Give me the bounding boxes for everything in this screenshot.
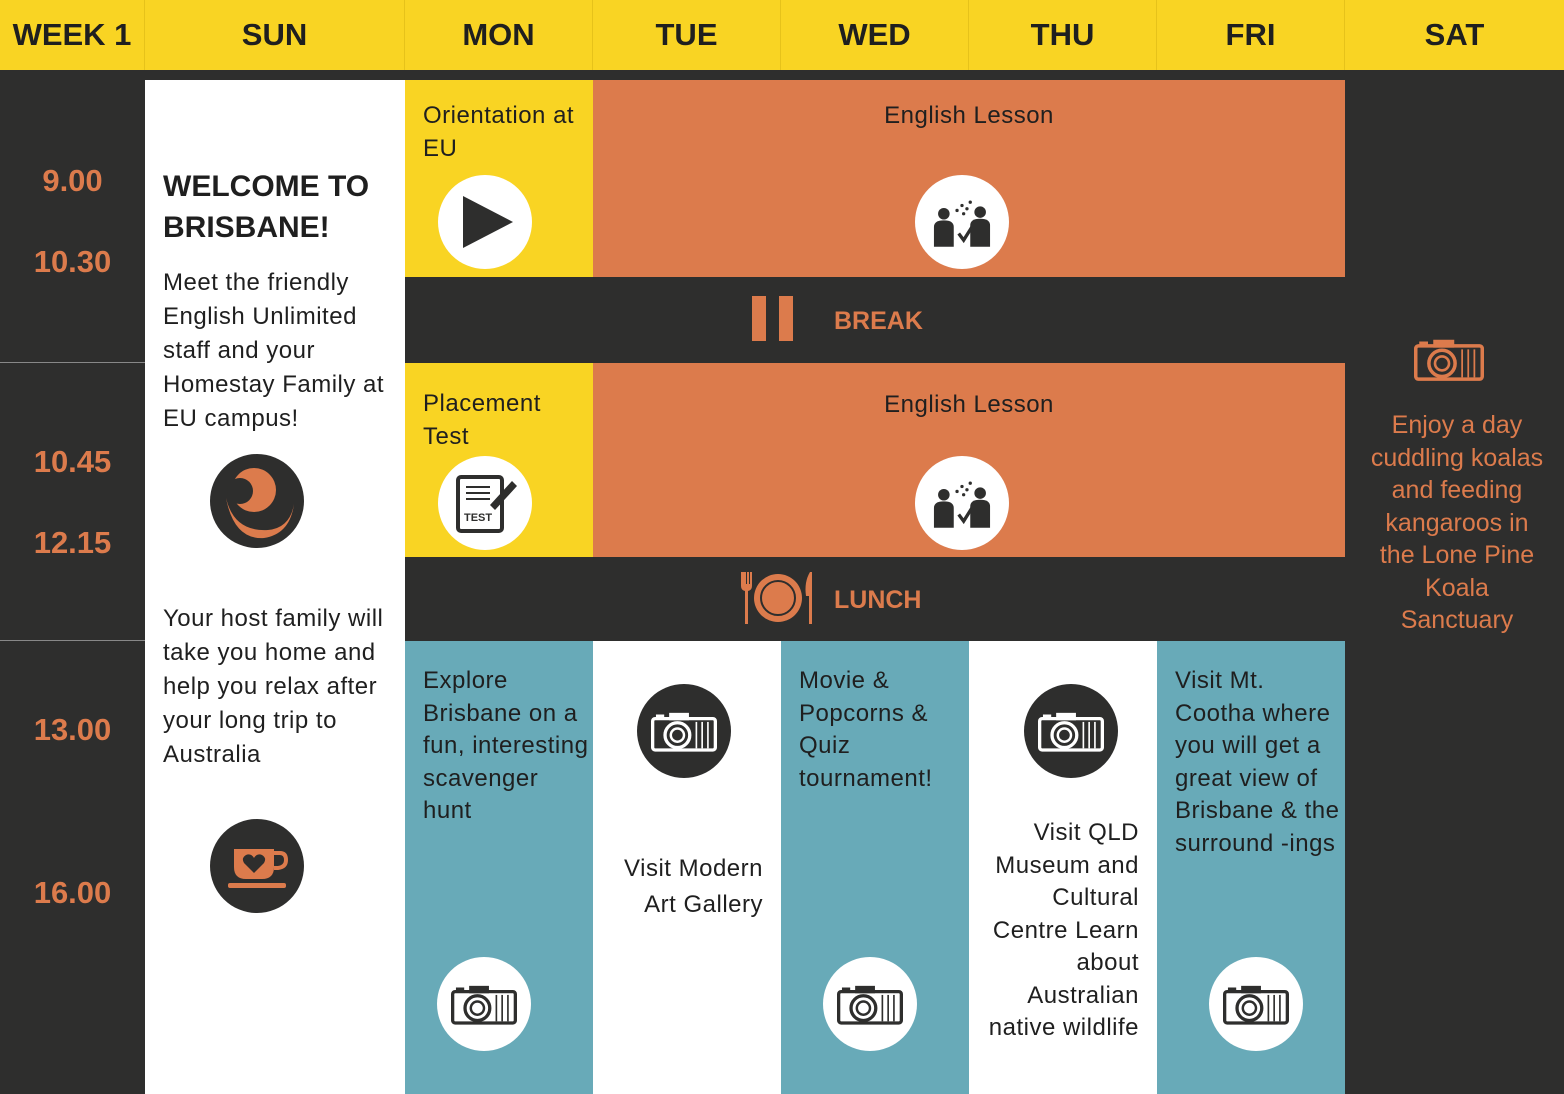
monday-afternoon: Explore Brisbane on a fun, interesting s… <box>405 641 593 1094</box>
friday-afternoon: Visit Mt. Cootha where you will get a gr… <box>1157 641 1345 1094</box>
explore-text: Explore Brisbane on a fun, interesting s… <box>423 667 589 824</box>
orientation-block: Orientation at EU <box>405 80 593 277</box>
sunday-panel: WELCOME TO BRISBANE! Meet the friendly E… <box>145 80 405 1094</box>
placement-test-block: Placement Test TEST <box>405 363 593 557</box>
header-fri: FRI <box>1157 0 1345 70</box>
friday-text: Visit Mt. Cootha where you will get a gr… <box>1175 667 1340 857</box>
wednesday-afternoon: Movie & Popcorns & Quiz tournament! <box>781 641 969 1094</box>
eu-logo-icon <box>210 454 304 548</box>
header-thu: THU <box>969 0 1157 70</box>
test-paper-icon: TEST <box>438 456 532 550</box>
time-label: 16.00 <box>33 875 112 910</box>
lesson-label: English Lesson <box>884 102 1054 129</box>
play-icon <box>438 175 532 269</box>
camera-icon <box>823 957 917 1051</box>
placement-label: Placement Test <box>423 390 541 450</box>
thursday-text: Visit QLD Museum and Cultural Centre Lea… <box>988 819 1139 1041</box>
saturday-text: Enjoy a day cuddling koalas and feeding … <box>1370 411 1544 634</box>
time-label: 12.15 <box>33 525 112 560</box>
tuesday-text: Visit Modern Art Gallery <box>624 855 763 918</box>
welcome-text: Meet the friendly English Unlimited staf… <box>163 269 385 432</box>
header-wed: WED <box>781 0 969 70</box>
teacher-student-icon <box>915 175 1009 269</box>
plate-cutlery-icon <box>738 570 818 626</box>
camera-icon <box>637 684 731 778</box>
time-label: 10.30 <box>33 244 112 279</box>
lesson-label: English Lesson <box>884 391 1054 418</box>
wednesday-text: Movie & Popcorns & Quiz tournament! <box>799 667 933 792</box>
pause-icon <box>779 296 793 341</box>
lunch-label: LUNCH <box>834 586 922 614</box>
host-family-text: Your host family will take you home and … <box>163 605 384 768</box>
break-label: BREAK <box>834 307 923 335</box>
orientation-label: Orientation at EU <box>423 102 575 162</box>
camera-icon <box>437 957 531 1051</box>
header-week: WEEK 1 <box>0 0 145 70</box>
camera-icon <box>1414 335 1484 383</box>
camera-icon <box>1024 684 1118 778</box>
english-lesson-block-1: English Lesson <box>593 80 1345 277</box>
camera-icon <box>1209 957 1303 1051</box>
header-sun: SUN <box>145 0 405 70</box>
header-tue: TUE <box>593 0 781 70</box>
tuesday-afternoon: Visit Modern Art Gallery <box>593 641 781 1094</box>
coffee-cup-icon <box>210 819 304 913</box>
time-label: 9.00 <box>42 163 103 198</box>
test-badge: TEST <box>464 512 492 524</box>
welcome-title: WELCOME TO BRISBANE! <box>163 170 370 244</box>
time-label: 13.00 <box>33 712 112 747</box>
divider <box>0 362 145 363</box>
teacher-student-icon <box>915 456 1009 550</box>
english-lesson-block-2: English Lesson <box>593 363 1345 557</box>
pause-icon <box>752 296 766 341</box>
header-sat: SAT <box>1345 0 1564 70</box>
time-label: 10.45 <box>33 444 112 479</box>
header-mon: MON <box>405 0 593 70</box>
divider <box>0 640 145 641</box>
thursday-afternoon: Visit QLD Museum and Cultural Centre Lea… <box>969 641 1157 1094</box>
